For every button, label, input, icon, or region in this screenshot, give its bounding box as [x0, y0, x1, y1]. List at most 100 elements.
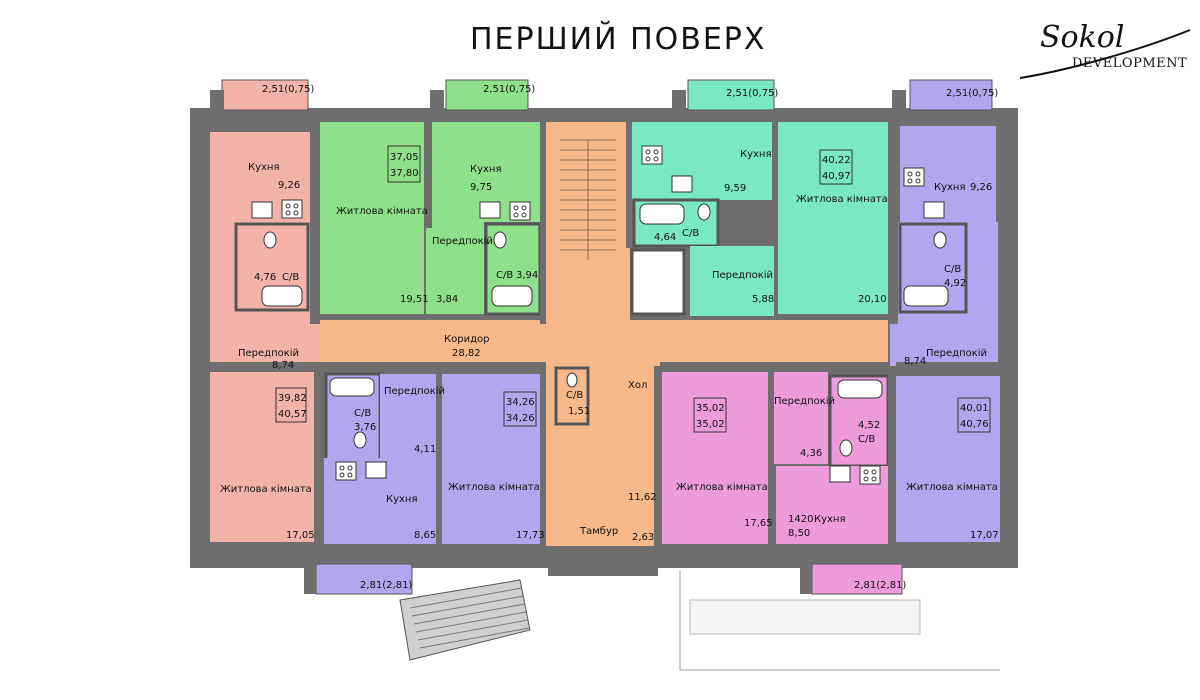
- apt5-hall-label: Передпокій: [926, 347, 987, 359]
- apt5-total2: 40,76: [960, 419, 989, 430]
- apt1-hall-area: 8,74: [272, 360, 294, 371]
- vestibule: [546, 516, 656, 546]
- page-title: ПЕРШИЙ ПОВЕРХ: [470, 22, 767, 57]
- apt5-total: 40,01: [960, 403, 989, 414]
- apt8-kitchen-label: Кухня: [814, 514, 846, 525]
- toilet-icon: [933, 231, 947, 249]
- apt5-living-area: 17,07: [970, 530, 999, 541]
- exterior-wall-left-notch: [190, 300, 202, 360]
- apt6-hall: [380, 374, 436, 458]
- entrance-platform: [548, 564, 658, 576]
- apt8-kitchen-prefix: 1420: [788, 514, 813, 525]
- corridor-area: 28,82: [452, 348, 481, 359]
- apt4-total: 40,22: [822, 155, 851, 166]
- apt2-hall-area: 3,84: [436, 294, 458, 305]
- apt1-living-label: Житлова кімната: [220, 483, 312, 495]
- apt7-living: [440, 374, 540, 544]
- site-strip: [689, 599, 921, 635]
- apt1-bath-area: 4,76: [254, 272, 276, 283]
- apt1-total2: 40,57: [278, 409, 307, 420]
- apt8-total: 35,02: [696, 403, 725, 414]
- entrance-ramp: [399, 579, 531, 661]
- apt7-living-label: Житлова кімната: [448, 481, 540, 493]
- lobby-label: Хол: [628, 380, 647, 391]
- apt4-living-area: 20,10: [858, 294, 887, 305]
- stove-icon: [903, 167, 925, 187]
- apt1-living-area: 17,05: [286, 530, 315, 541]
- apt1-kitchen-label: Кухня: [248, 162, 280, 173]
- stove-icon: [641, 145, 663, 165]
- apt5-living-label: Житлова кімната: [906, 481, 998, 493]
- apt7-total: 34,26: [506, 397, 535, 408]
- stove-icon: [509, 201, 531, 221]
- apt8-kitchen-area: 8,50: [788, 528, 810, 539]
- sink-icon: [251, 201, 273, 219]
- bathtub-icon: [329, 377, 375, 397]
- apt1-bath-label: С/В: [282, 272, 299, 283]
- sink-icon: [923, 201, 945, 219]
- apt2-hall: [426, 222, 484, 314]
- common-wc: [554, 366, 590, 426]
- apt7-total2: 34,26: [506, 413, 535, 424]
- balcony-top-4: [909, 79, 993, 111]
- bathtub-icon: [261, 285, 303, 307]
- apt5-hall-area: 8,74: [904, 356, 926, 367]
- apt2-kitchen-label: Кухня: [470, 164, 502, 175]
- wc-label: С/В: [566, 390, 583, 401]
- apt2-total2: 37,80: [390, 168, 419, 179]
- apt3-bath-label: С/В: [682, 228, 699, 239]
- apt2-hall-label: Передпокій: [432, 235, 493, 247]
- apt1-hall-label: Передпокій: [238, 347, 299, 359]
- apt6-hall-label: Передпокій: [384, 385, 445, 397]
- toilet-icon: [839, 439, 853, 457]
- apt8-bath-label: С/В: [858, 434, 875, 445]
- apt2-bath-label: С/В: [496, 270, 513, 281]
- balcony-top-2: [445, 79, 529, 111]
- apt8-hall: [772, 372, 828, 464]
- site-outline: [679, 570, 1000, 671]
- stove-icon: [859, 465, 881, 485]
- apt1-total: 39,82: [278, 393, 307, 404]
- apt3-hall-label: Передпокій: [712, 269, 773, 281]
- interior-walls: [210, 118, 1000, 546]
- stairs: [560, 139, 616, 260]
- apt6-kitchen-label: Кухня: [386, 494, 418, 505]
- apt5-bath: [898, 222, 968, 314]
- sink-icon: [479, 201, 501, 219]
- apt5-kitchen-area: 9,26: [970, 182, 992, 193]
- apt2-living-label: Житлова кімната: [336, 205, 428, 217]
- sink-icon: [365, 461, 387, 479]
- apt7-living-area: 17,73: [516, 530, 545, 541]
- balcony-top-2-label: 2,51(0,75): [483, 84, 535, 95]
- apt3-hall: [690, 246, 774, 316]
- balcony-top-1-label: 2,51(0,75): [262, 84, 314, 95]
- balcony-bottom-2-label: 2,81(2,81): [854, 580, 906, 591]
- apt3-bath-area: 4,64: [654, 232, 676, 243]
- apt1-kitchen-area: 9,26: [278, 180, 300, 191]
- apt3-hall-area: 5,88: [752, 294, 774, 305]
- apt6-kitchen-area: 8,65: [414, 530, 436, 541]
- lobby-area: 11,62: [628, 492, 657, 503]
- apt5-bath-label: С/В: [944, 264, 961, 275]
- bathtub-icon: [837, 379, 883, 399]
- apt4-total2: 40,97: [822, 171, 851, 182]
- bathtub-icon: [639, 203, 685, 225]
- corridor-label: Коридор: [444, 334, 489, 345]
- stove-icon: [281, 199, 303, 219]
- corridor: [320, 320, 888, 368]
- balcony-bottom-1: [315, 563, 413, 595]
- apt8-living: [660, 372, 770, 544]
- apt1-living: [210, 372, 314, 542]
- balcony-top-4-label: 2,51(0,75): [946, 88, 998, 99]
- stove-icon: [335, 461, 357, 481]
- sink-icon: [671, 175, 693, 193]
- apt4-living-label: Житлова кімната: [796, 193, 888, 205]
- apt5-living: [896, 376, 1000, 542]
- apt2-kitchen-area: 9,75: [470, 182, 492, 193]
- balcony-bottom-1-label: 2,81(2,81): [360, 580, 412, 591]
- vestibule-area: 2,63: [632, 532, 654, 543]
- apt8-living-area: 17,65: [744, 518, 773, 529]
- apt8-total2: 35,02: [696, 419, 725, 430]
- apt4-living: [778, 122, 888, 314]
- balcony-bottom-2: [811, 563, 903, 595]
